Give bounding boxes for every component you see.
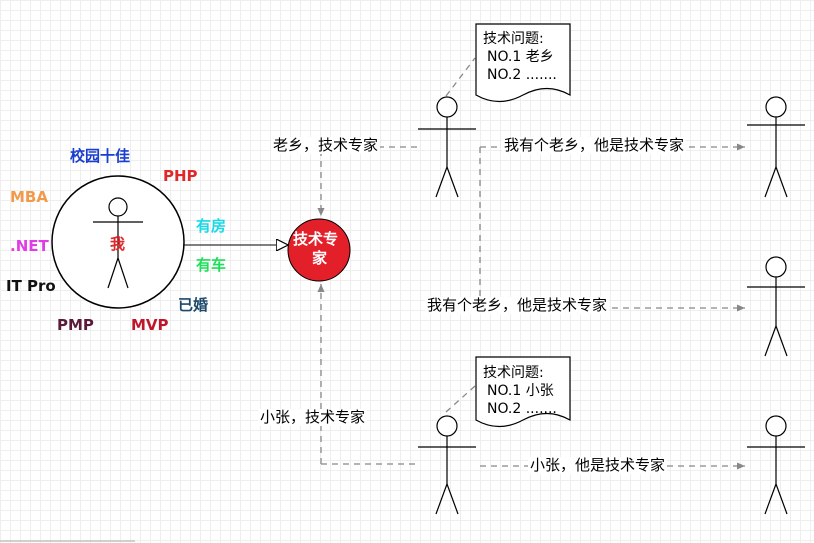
note-top-line1: NO.1 老乡 [487, 49, 554, 65]
expert-node-line2: 家 [312, 249, 328, 267]
edge-label-xiaozhang: 小张，技术专家 [258, 408, 368, 426]
edge-label-bottom-right: 小张，他是技术专家 [528, 456, 668, 474]
me-label: 我 [110, 235, 126, 253]
tag-youfang: 有房 [196, 217, 227, 235]
note-bottom-title: 技术问题: [483, 365, 544, 381]
expert-node-line1: 技术专 [293, 230, 339, 248]
person-top-right-icon [747, 96, 805, 198]
note-bottom: 技术问题: NO.1 小张 NO.2 ....... [483, 364, 557, 418]
expert-node[interactable] [287, 218, 351, 282]
note-top: 技术问题: NO.1 老乡 NO.2 ....... [483, 30, 557, 84]
edge-label-middle-right: 我有个老乡，他是技术专家 [425, 296, 610, 314]
tag-net: .NET [10, 237, 49, 255]
tag-itpro: IT Pro [6, 277, 56, 295]
tag-youche: 有车 [196, 256, 227, 274]
me-stick-figure-icon [93, 197, 143, 289]
note-top-title: 技术问题: [483, 31, 544, 47]
tag-php: PHP [163, 167, 198, 185]
tag-yihun: 已婚 [178, 296, 209, 314]
person-bottom-right-icon [747, 415, 805, 515]
bottom-scroll-edge [0, 540, 135, 542]
note-bottom-line1: NO.1 小张 [487, 383, 554, 399]
tag-pmp: PMP [57, 316, 94, 334]
note-shape-bottom[interactable] [475, 356, 571, 428]
tag-mba: MBA [10, 188, 48, 206]
tag-mvp: MVP [131, 316, 169, 334]
note-top-line2: NO.2 ....... [487, 67, 557, 83]
person-top-middle-icon [418, 96, 476, 198]
person-bottom-middle-icon [418, 415, 476, 515]
note-bottom-line2: NO.2 ....... [487, 401, 557, 417]
person-middle-right-icon [747, 256, 805, 357]
edge-label-laoxiang: 老乡，技术专家 [271, 136, 381, 154]
note-shape-top[interactable] [475, 23, 571, 103]
tag-xiaoyuan: 校园十佳 [70, 147, 131, 165]
edge-label-top-right: 我有个老乡，他是技术专家 [502, 136, 687, 154]
